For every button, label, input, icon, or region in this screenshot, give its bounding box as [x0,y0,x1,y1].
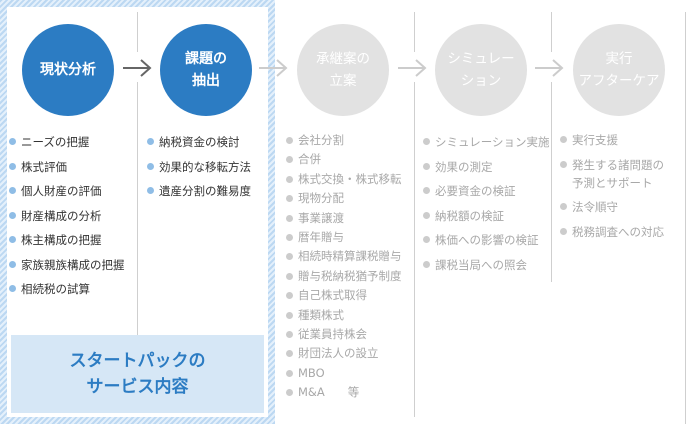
list-item: M&A 等 [286,383,402,402]
list-item: 必要資金の検証 [423,179,550,204]
list-item: 法令順守 [560,198,664,216]
list-item: 効果的な移転方法 [147,155,251,180]
list-item: 株式交換・株式移転 [286,170,402,189]
list-item: 納税額の検証 [423,204,550,229]
arrow-right-icon [535,59,564,77]
list-item: 暦年贈与 [286,228,402,247]
divider-2-lower [414,82,415,417]
step-execution-aftercare: 実行 アフターケア [573,24,665,116]
list-item: 株価への影響の検証 [423,228,550,253]
list-item: 株式評価 [9,155,125,180]
list-item: 遺産分割の難易度 [147,179,251,204]
step-simulation: シミュレー ション [435,24,527,116]
arrow-right-icon [259,59,288,77]
list-succession-plan: 会社分割 合併 株式交換・株式移転 現物分配 事業譲渡 暦年贈与 相続時精算課税… [286,131,402,403]
step-issue-extraction: 課題の 抽出 [160,24,252,116]
arrow-right-icon [398,59,427,77]
divider-1-lower [137,82,138,335]
list-item: 財団法人の設立 [286,344,402,363]
start-pack-label: スタートパックの サービス内容 [11,335,264,413]
step-label: シミュレー ション [447,51,515,89]
start-pack-text: スタートパックの サービス内容 [69,351,206,397]
list-item: 効果の測定 [423,155,550,180]
step-label: 現状分析 [40,62,96,78]
list-item: 実行支援 [560,131,664,149]
divider-1 [137,12,138,52]
list-item: 事業譲渡 [286,209,402,228]
list-item: 贈与税納税猶予制度 [286,267,402,286]
step-label: 実行 アフターケア [578,51,660,89]
list-item: 株主構成の把握 [9,228,125,253]
step-label: 課題の 抽出 [185,51,227,89]
list-item: 会社分割 [286,131,402,150]
list-item: ニーズの把握 [9,130,125,155]
list-item: 合併 [286,150,402,169]
arrow-right-icon [123,59,152,77]
list-item: 納税資金の検討 [147,130,251,155]
list-item: 課税当局への照会 [423,253,550,278]
divider-3-lower [551,82,552,282]
step-succession-plan: 承継案の 立案 [297,24,389,116]
list-item: 発生する諸問題の 予測とサポート [560,156,664,192]
list-item: 現物分配 [286,189,402,208]
list-item: 税務調査への対応 [560,223,664,241]
list-item: 相続税の試算 [9,277,125,302]
divider-3 [551,12,552,52]
list-execution-aftercare: 実行支援 発生する諸問題の 予測とサポート 法令順守 税務調査への対応 [560,131,664,247]
list-item: 家族親族構成の把握 [9,253,125,278]
divider-2 [414,12,415,52]
step-current-analysis: 現状分析 [22,24,114,116]
list-issue-extraction: 納税資金の検討 効果的な移転方法 遺産分割の難易度 [147,130,251,204]
list-item: 相続時精算課税贈与 [286,247,402,266]
list-item: 財産構成の分析 [9,204,125,229]
divider-4 [685,12,686,424]
list-item: シミュレーション実施 [423,130,550,155]
list-simulation: シミュレーション実施 効果の測定 必要資金の検証 納税額の検証 株価への影響の検… [423,130,550,277]
list-current-analysis: ニーズの把握 株式評価 個人財産の評価 財産構成の分析 株主構成の把握 家族親族… [9,130,125,302]
list-item: 自己株式取得 [286,286,402,305]
step-label: 承継案の 立案 [316,51,370,89]
list-item: 個人財産の評価 [9,179,125,204]
list-item: MBO [286,364,402,383]
list-item: 種類株式 [286,306,402,325]
list-item: 従業員持株会 [286,325,402,344]
